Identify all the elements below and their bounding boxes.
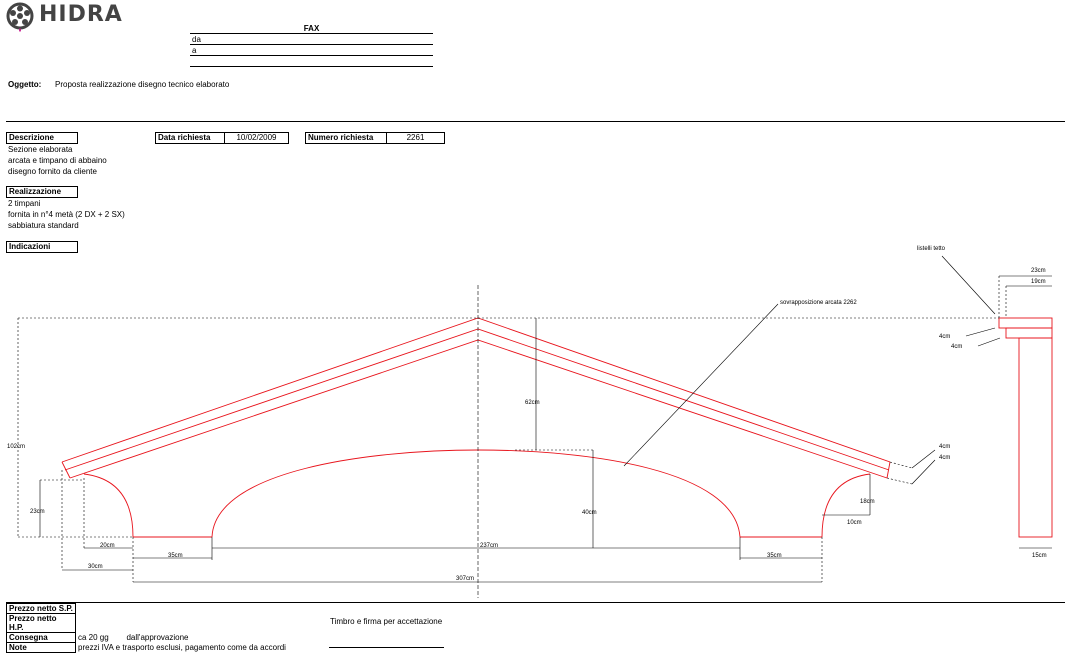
indicazioni-label: Indicazioni [6, 241, 78, 253]
description-line: Sezione elaborata [8, 145, 73, 154]
header-divider [6, 121, 1065, 122]
brand-name: HIDRA [39, 2, 123, 27]
label-sovrapposizione: sovrapposizione arcata 2262 [780, 300, 857, 306]
footer-label: Note [6, 642, 76, 653]
footer-label: Prezzo netto H.P. [6, 613, 76, 633]
table-row: Prezzo netto H.P. [6, 613, 288, 633]
footer-value [74, 613, 288, 633]
fax-line-4 [190, 66, 433, 67]
label-307: 307cm [456, 576, 474, 582]
description-line: disegno fornito da cliente [8, 167, 97, 176]
label-35-left: 35cm [168, 553, 183, 559]
leader-4c [965, 327, 996, 337]
table-row: Consegna ca 20 gg dall'approvazione [6, 632, 288, 643]
label-40: 40cm [582, 510, 597, 516]
footer-label: Prezzo netto S.P. [6, 603, 76, 614]
left-slope-mid [64, 328, 890, 471]
label-102: 102cm [7, 444, 25, 450]
realizzazione-line: sabbiatura standard [8, 221, 79, 230]
right-small-arch [821, 473, 871, 538]
label-30: 30cm [88, 564, 103, 570]
table-row: Prezzo netto S.P. [6, 603, 288, 614]
right-slope-end [886, 461, 891, 479]
footer-value [74, 603, 288, 614]
fax-line-3 [190, 55, 433, 56]
section-post [1018, 337, 1053, 538]
label-18: 18cm [860, 499, 875, 505]
label-listelli: listelli tetto [917, 246, 946, 252]
footer-label: Consegna [6, 632, 76, 643]
left-slope-inner [69, 339, 888, 479]
label-r4c: 4cm [939, 444, 950, 450]
dimension-lines [17, 255, 1052, 598]
red-geometry [61, 317, 1053, 538]
section-top [998, 317, 1053, 329]
label-r4a: 4cm [939, 334, 950, 340]
descrizione-label: Descrizione [6, 132, 78, 144]
fax-line-1 [190, 33, 433, 34]
leader-4d [977, 337, 1001, 347]
footer-divider [6, 602, 1065, 603]
numero-richiesta-value: 2261 [386, 132, 445, 144]
label-23: 23cm [30, 509, 45, 515]
subject-label: Oggetto: [8, 80, 42, 89]
section-mid [1005, 327, 1053, 339]
dimension-labels: listelli tetto sovrapposizione arcata 22… [7, 246, 1047, 582]
data-richiesta-value: 10/02/2009 [224, 132, 289, 144]
signature-label: Timbro e firma per accettazione [330, 617, 443, 626]
subject-value: Proposta realizzazione disegno tecnico e… [55, 80, 230, 89]
label-10: 10cm [847, 520, 862, 526]
numero-richiesta-label: Numero richiesta [305, 132, 387, 144]
left-slope-end [61, 461, 71, 479]
fax-title: FAX [303, 24, 320, 33]
dash-4b [886, 477, 913, 485]
leader-sovrapposizione [623, 303, 779, 467]
label-r4d: 4cm [939, 455, 950, 461]
left-slope-outer [61, 317, 891, 463]
label-237: 237cm [480, 543, 498, 549]
label-r23: 23cm [1031, 268, 1046, 274]
realizzazione-label: Realizzazione [6, 186, 78, 198]
logo-mark-icon [6, 2, 34, 32]
label-35-right: 35cm [767, 553, 782, 559]
signature-line [329, 647, 444, 648]
data-richiesta-label: Data richiesta [155, 132, 225, 144]
leader-4b [911, 459, 936, 485]
technical-drawing: listelli tetto sovrapposizione arcata 22… [7, 246, 1053, 598]
label-15: 15cm [1032, 553, 1047, 559]
realizzazione-line: 2 timpani [8, 199, 41, 208]
realizzazione-text: 2 timpani fornita in n°4 metà (2 DX + 2 … [8, 198, 125, 231]
fax-line-2 [190, 44, 433, 45]
description-line: arcata e timpano di abbaino [8, 156, 107, 165]
fax-from-label: da [192, 35, 201, 44]
label-r19: 19cm [1031, 279, 1046, 285]
label-20: 20cm [100, 543, 115, 549]
central-arch [211, 449, 741, 538]
realizzazione-line: fornita in n°4 metà (2 DX + 2 SX) [8, 210, 125, 219]
fax-to-label: a [192, 46, 197, 55]
label-62: 62cm [525, 400, 540, 406]
dash-4a [889, 461, 913, 469]
left-small-arch [83, 473, 134, 538]
logo: HIDRA [6, 2, 136, 32]
footer-value: prezzi IVA e trasporto esclusi, pagament… [74, 642, 288, 653]
leader-4a [911, 449, 936, 469]
footer-value: ca 20 gg dall'approvazione [74, 632, 288, 643]
label-r4b: 4cm [951, 344, 962, 350]
footer-table: Prezzo netto S.P. Prezzo netto H.P. Cons… [6, 603, 288, 653]
table-row: Note prezzi IVA e trasporto esclusi, pag… [6, 642, 288, 653]
description-text: Sezione elaborata arcata e timpano di ab… [8, 144, 107, 177]
leader-listelli [941, 255, 996, 315]
